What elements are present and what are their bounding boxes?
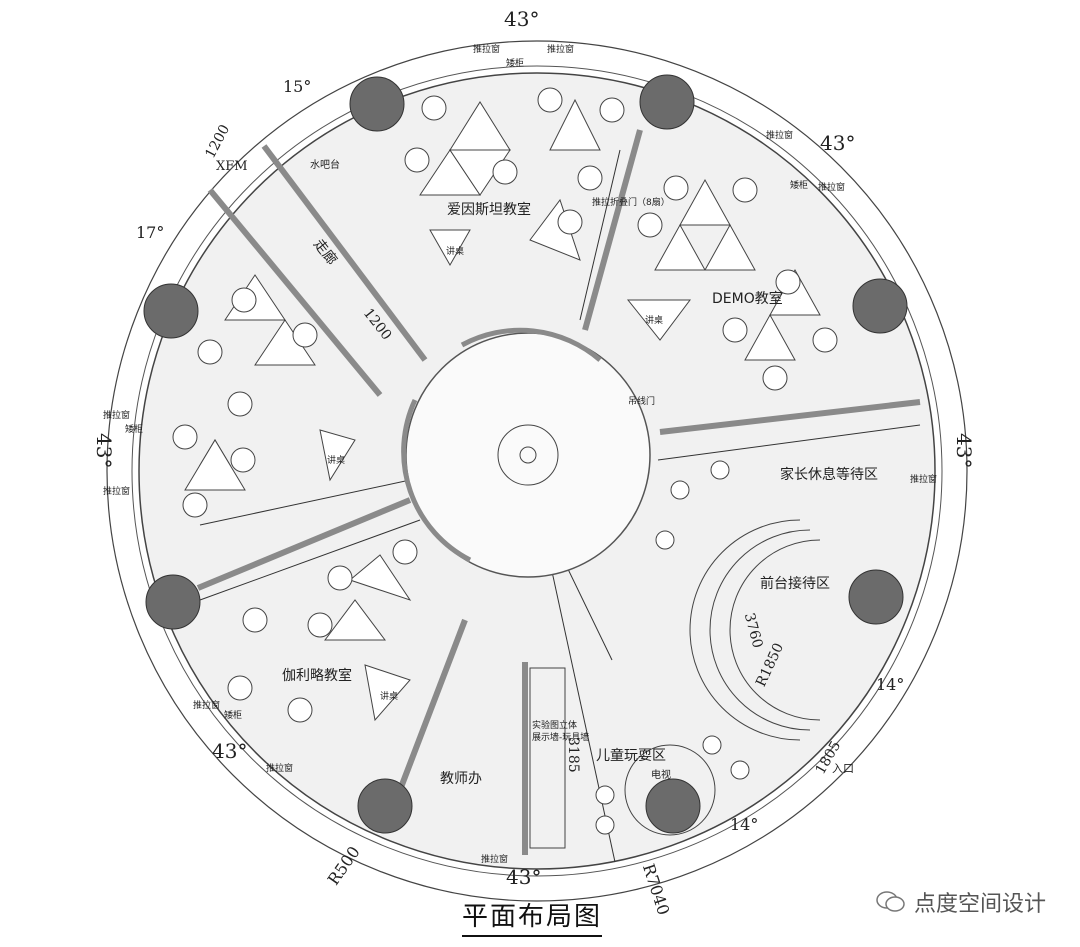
label-podium-1: 讲桌 xyxy=(446,245,464,257)
room-bar: 水吧台 xyxy=(310,158,340,171)
label-door: 吊线门 xyxy=(628,395,655,407)
wechat-icon xyxy=(876,891,905,912)
label-podium-3: 讲桌 xyxy=(327,454,345,466)
room-reception: 前台接待区 xyxy=(760,575,830,592)
angle-bottomleft: 43° xyxy=(212,739,247,763)
dim-r7040: R7040 xyxy=(639,861,673,917)
label-window-bl: 推拉窗 xyxy=(193,699,220,711)
label-window-left: 推拉窗 xyxy=(103,409,130,421)
room-teacher: 教师办 xyxy=(440,771,482,787)
dim-3185: 3185 xyxy=(565,737,581,773)
angle-bottom14: 14° xyxy=(730,815,758,834)
room-demo: DEMO教室 xyxy=(712,290,783,307)
label-display-2: 展示墙-玩具墙 xyxy=(532,731,589,743)
label-podium-2: 讲桌 xyxy=(645,314,663,326)
angle-bottom: 43° xyxy=(506,865,541,889)
room-galileo: 伽利略教室 xyxy=(282,667,352,684)
label-window-bl2: 推拉窗 xyxy=(266,762,293,774)
label-window-tr: 推拉窗 xyxy=(766,129,793,141)
room-xfm: XFM xyxy=(216,159,248,174)
angle-left: 43° xyxy=(92,433,116,468)
dim-1200-top: 1200 xyxy=(202,122,233,161)
angle-right: 43° xyxy=(952,433,976,468)
label-window-top-2: 推拉窗 xyxy=(547,43,574,55)
angle-topleft: 15° xyxy=(283,77,311,96)
angle-topright: 43° xyxy=(820,131,855,155)
room-parents: 家长休息等待区 xyxy=(780,466,878,483)
angle-right14: 14° xyxy=(876,675,904,694)
label-cabinet-left: 矮柜 xyxy=(125,423,143,435)
label-window-right: 推拉窗 xyxy=(910,473,937,485)
label-display: 实验图立体 xyxy=(532,719,577,731)
plan-title: 平面布局图 xyxy=(462,896,603,937)
label-window-left2: 推拉窗 xyxy=(103,485,130,497)
room-einstein: 爱因斯坦教室 xyxy=(447,201,531,218)
label-window-bottom: 推拉窗 xyxy=(481,853,508,865)
room-kids: 儿童玩耍区 xyxy=(596,747,666,764)
label-folding-door: 推拉折叠门（8扇） xyxy=(592,196,670,208)
angle-left17: 17° xyxy=(136,223,164,242)
label-podium-4: 讲桌 xyxy=(380,690,398,702)
label-cabinet-bl: 矮柜 xyxy=(224,709,242,721)
angle-top: 43° xyxy=(504,7,539,31)
label-cabinet-top: 矮柜 xyxy=(506,57,524,69)
label-entrance: 入口 xyxy=(832,762,854,775)
watermark-text: 点度空间设计 xyxy=(913,892,1046,917)
label-window-tr2: 推拉窗 xyxy=(818,181,845,193)
label-window-top-1: 推拉窗 xyxy=(473,43,500,55)
watermark: 点度空间设计 xyxy=(876,886,1046,918)
label-tv: 电视 xyxy=(651,768,671,781)
dim-r500: R500 xyxy=(324,843,364,889)
label-cabinet-tr: 矮柜 xyxy=(790,179,808,191)
